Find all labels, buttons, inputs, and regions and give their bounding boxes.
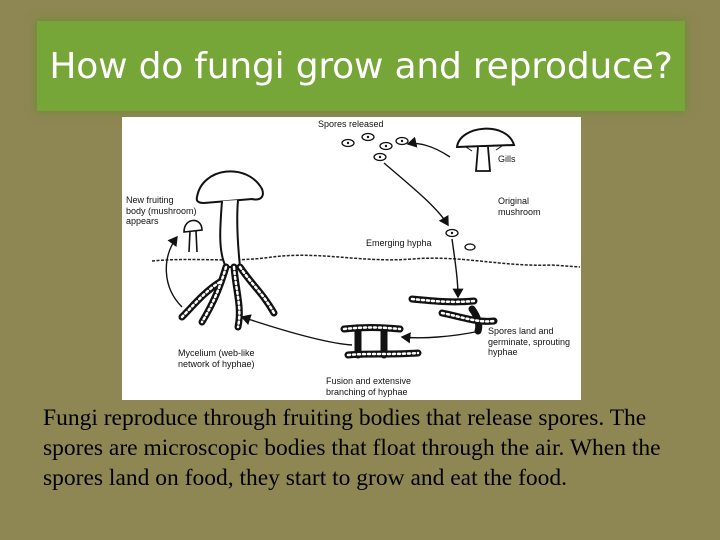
label-fusion: Fusion and extensive branching of hyphae [326, 376, 411, 397]
arrow-to-spores [408, 143, 450, 157]
label-mycelium: Mycelium (web-like network of hyphae) [178, 348, 255, 369]
label-line: body (mushroom) [126, 206, 197, 217]
slide-title: How do fungi grow and reproduce? [49, 46, 672, 87]
title-bar: How do fungi grow and reproduce? [37, 21, 685, 111]
label-line: New fruiting [126, 195, 197, 206]
label-line: germinate, sprouting [488, 337, 570, 348]
arrow-hypha-down [452, 239, 458, 297]
label-line: appears [126, 216, 197, 227]
label-spores-released: Spores released [318, 119, 384, 130]
fusion-hyphae-icon [344, 328, 418, 356]
label-line: Mycelium (web-like [178, 348, 255, 359]
label-line: Original [498, 196, 541, 207]
arrow-up-to-new-mushroom [166, 237, 182, 307]
ground-line [152, 255, 580, 267]
label-line: mushroom [498, 207, 541, 218]
arrow-to-mycelium [242, 317, 352, 345]
label-original-mushroom: Original mushroom [498, 196, 541, 217]
label-line: hyphae [488, 347, 570, 358]
mycelium-network-icon [182, 267, 274, 327]
label-line: Spores land and [488, 326, 570, 337]
label-line: network of hyphae) [178, 359, 255, 370]
fungi-life-cycle-diagram: Spores released Gills Original mushroom … [122, 117, 581, 400]
label-emerging-hypha: Emerging hypha [366, 238, 432, 249]
original-mushroom-icon [457, 129, 514, 171]
label-spores-land: Spores land and germinate, sprouting hyp… [488, 326, 570, 358]
spores-cluster-icon [342, 134, 475, 251]
label-new-fruiting-body: New fruiting body (mushroom) appears [126, 195, 197, 227]
arrow-spores-down [384, 163, 448, 225]
slide-body-text: Fungi reproduce through fruiting bodies … [43, 403, 693, 493]
arrow-to-fusion [402, 331, 480, 338]
label-line: branching of hyphae [326, 387, 411, 398]
label-line: Fusion and extensive [326, 376, 411, 387]
label-gills: Gills [498, 154, 516, 165]
